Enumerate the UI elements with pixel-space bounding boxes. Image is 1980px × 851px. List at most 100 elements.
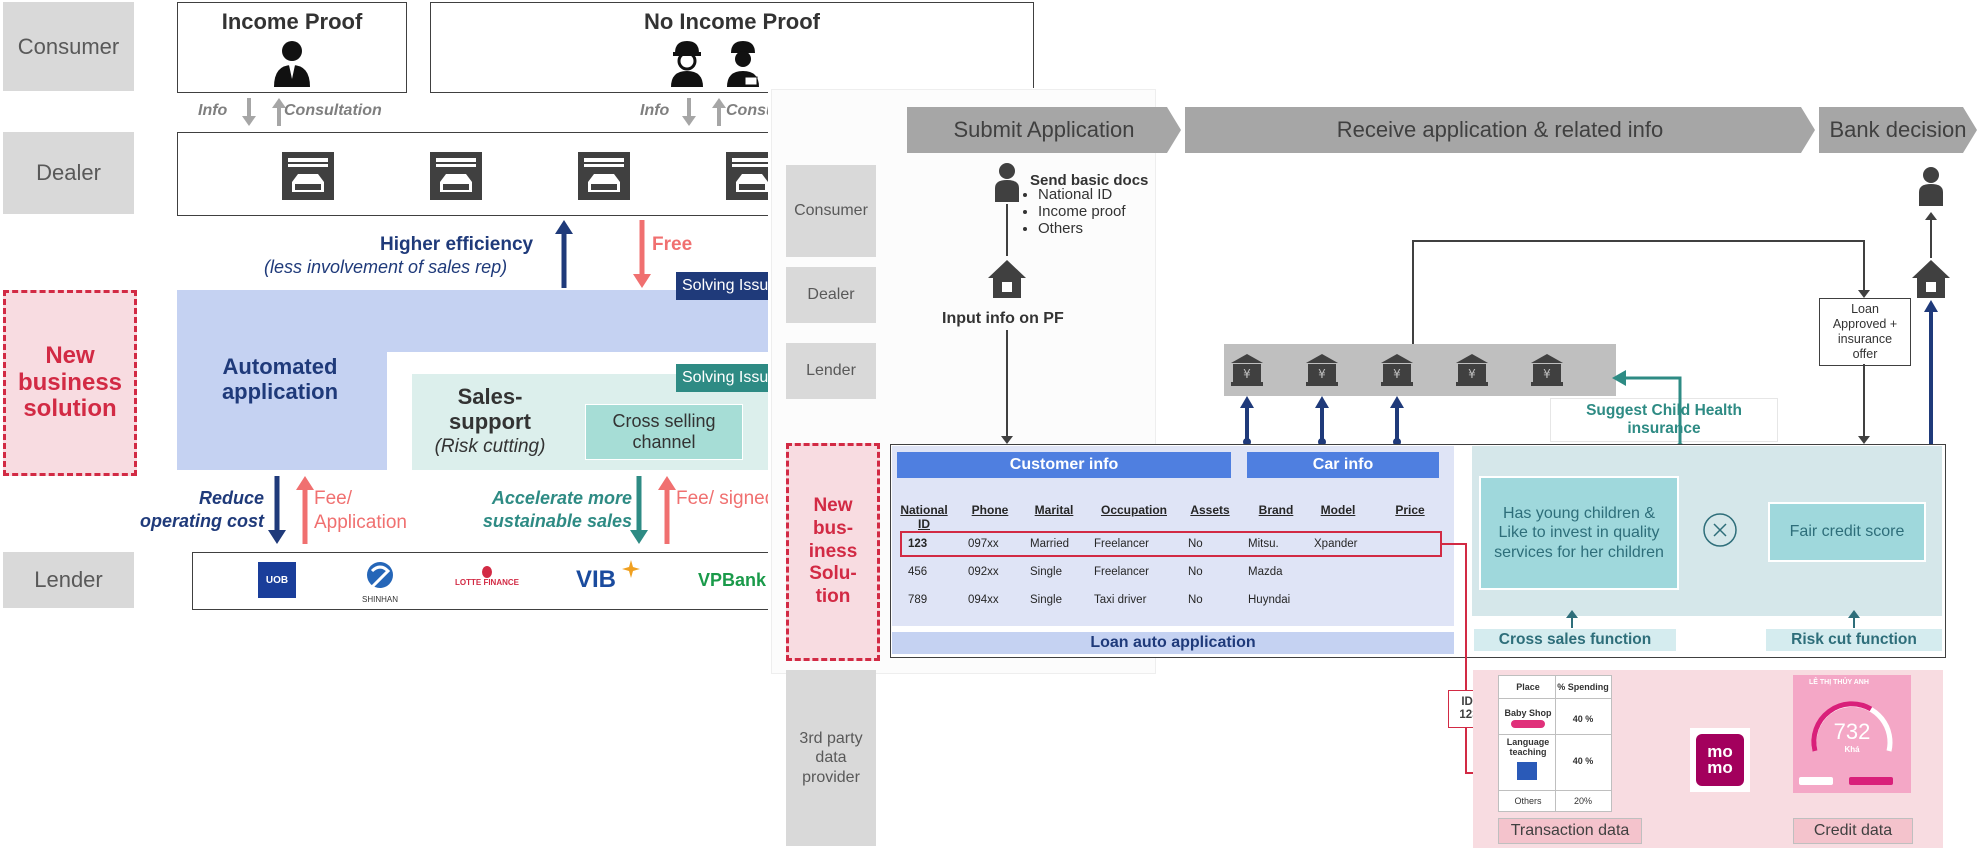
new-business-solution-text: New business solution	[17, 342, 123, 423]
transaction-divider	[1499, 790, 1611, 791]
transaction-place: Others	[1514, 796, 1542, 806]
credit-gauge-icon	[1811, 701, 1893, 752]
table-cell: Married	[1030, 538, 1069, 550]
loan-auto-application-footer: Loan auto application	[892, 632, 1454, 654]
has-young-children-box: Has young children & Like to invest in q…	[1479, 476, 1679, 590]
transaction-table: Place % Spending Baby Shop 40 % Language…	[1498, 675, 1612, 812]
transaction-col-divider	[1555, 676, 1556, 811]
credit-action-button[interactable]	[1849, 777, 1893, 785]
arrow-down-salmon-icon	[633, 220, 651, 288]
row-label-new-solution-right: New bus-iness Solu-tion	[786, 443, 880, 661]
table-cell: Mitsu.	[1248, 538, 1279, 550]
solution-to-decision-arrow-icon	[1924, 300, 1938, 444]
table-cell: Mazda	[1248, 566, 1283, 578]
consultation-label-1: Consultation	[284, 102, 382, 119]
automated-application-cutout-2	[387, 352, 412, 470]
risk-cut-function-label: Risk cut function	[1766, 629, 1942, 651]
doc-item: Others	[1038, 220, 1126, 237]
table-header-phone: Phone	[971, 503, 1009, 517]
car-dealership-icon	[578, 152, 630, 200]
bank-to-decision-line-v2	[1863, 240, 1865, 290]
arrow-down-navy-icon	[268, 476, 286, 544]
arrow-up-salmon-icon	[296, 476, 314, 544]
new-solution-right-text: New bus-iness Solu-tion	[808, 495, 858, 608]
bank-to-decision-line-v	[1412, 240, 1414, 344]
vib-star-icon	[622, 560, 640, 578]
bank-icon: ¥	[1231, 354, 1263, 386]
transaction-spending: 20%	[1573, 796, 1592, 806]
worker-helmet-icon	[671, 41, 703, 87]
transaction-divider	[1499, 734, 1611, 735]
table-cell: 456	[908, 566, 928, 578]
loan-approved-box: Loan Approved + insurance offer	[1819, 298, 1911, 366]
higher-efficiency-label: Higher efficiency	[380, 234, 534, 255]
arrow-head-down-icon	[1001, 436, 1013, 444]
suggest-box: Suggest Child Health insurance	[1550, 398, 1778, 442]
row-label-consumer: Consumer	[3, 2, 134, 91]
transaction-spending: 40 %	[1572, 756, 1594, 766]
apollo-logo	[1517, 762, 1537, 780]
multiply-icon	[1703, 513, 1737, 547]
send-basic-docs-label: Send basic docs	[1030, 172, 1149, 189]
uob-logo: UOB	[258, 562, 296, 598]
suggest-text: Suggest Child Health insurance	[1586, 402, 1742, 437]
arrow-up-teal-icon	[1848, 610, 1860, 628]
cross-selling-channel-text: Cross selling channel	[612, 411, 716, 452]
sales-support-title: Sales-support	[449, 384, 531, 435]
stage-submit-application: Submit Application	[907, 107, 1181, 153]
arrow-down-teal-icon	[630, 476, 648, 544]
loan-approved-to-solution-line	[1863, 364, 1865, 438]
credit-score-card: LÊ THỊ THỦY ANH 732 Khá	[1793, 675, 1911, 793]
transaction-data-label: Transaction data	[1498, 818, 1642, 844]
bank-icon: ¥	[1531, 354, 1563, 386]
free-label: Free	[652, 234, 693, 255]
table-row-highlight[interactable]	[900, 531, 1442, 557]
row-label-consumer-right: Consumer	[786, 165, 876, 257]
dealer-to-solution-line	[1006, 330, 1008, 442]
arrow-up-salmon-icon	[658, 476, 676, 544]
arrow-head-down-icon	[1858, 290, 1870, 298]
bank-icon: ¥	[1456, 354, 1488, 386]
income-proof-box: Income Proof	[177, 2, 407, 93]
table-cell: Xpander	[1314, 538, 1358, 550]
car-info-header: Car info	[1247, 452, 1439, 478]
table-header-brand: Brand	[1258, 503, 1294, 517]
bank-to-decision-line-h	[1412, 240, 1864, 242]
transaction-place: Baby Shop	[1504, 708, 1552, 718]
svg-text:¥: ¥	[1543, 367, 1551, 381]
vpbank-logo: VPBank	[698, 570, 767, 590]
table-cell: Single	[1030, 594, 1062, 606]
person-suit-icon	[274, 41, 310, 87]
automated-application-title: Automated application	[221, 354, 339, 405]
credit-action-button[interactable]	[1799, 777, 1833, 785]
shinhan-text: SHINHAN	[361, 595, 398, 604]
decision-person-icon	[1919, 167, 1943, 206]
delivery-person-icon	[727, 41, 759, 87]
no-income-proof-title: No Income Proof	[643, 9, 820, 34]
svg-text:¥: ¥	[1318, 367, 1326, 381]
dealer-house-icon	[988, 260, 1026, 298]
arrow-up-icon	[712, 98, 726, 126]
arrow-head-up-icon	[1925, 212, 1937, 220]
fee-application-label: Fee/ Application	[314, 488, 407, 533]
docs-list: National ID Income proof Others	[1020, 186, 1126, 237]
stage-receive-application: Receive application & related info	[1185, 107, 1815, 153]
reduce-operating-cost-label: Reduce operating cost	[139, 488, 264, 531]
bank-icon: ¥	[1306, 354, 1338, 386]
table-cell: 094xx	[968, 594, 999, 606]
fair-credit-score-box: Fair credit score	[1768, 502, 1926, 562]
doc-item: National ID	[1038, 186, 1126, 203]
table-cell: No	[1188, 594, 1203, 606]
accelerate-sales-label: Accelerate more sustainable sales	[482, 488, 632, 531]
row-label-lender-right: Lender	[786, 343, 876, 399]
info-label-1: Info	[198, 102, 228, 119]
vib-logo: VIB	[576, 566, 617, 593]
momo-mark: mo mo	[1696, 734, 1744, 786]
risk-cutting-label: (Risk cutting)	[434, 436, 546, 457]
transaction-place: Language teaching	[1506, 737, 1550, 757]
credit-score-value: 732	[1833, 719, 1871, 744]
consultation-label-2: Consu	[726, 102, 776, 119]
less-involvement-label: (less involvement of sales rep)	[264, 257, 508, 277]
arrow-down-icon	[682, 98, 696, 126]
momo-logo: mo mo	[1690, 728, 1750, 792]
